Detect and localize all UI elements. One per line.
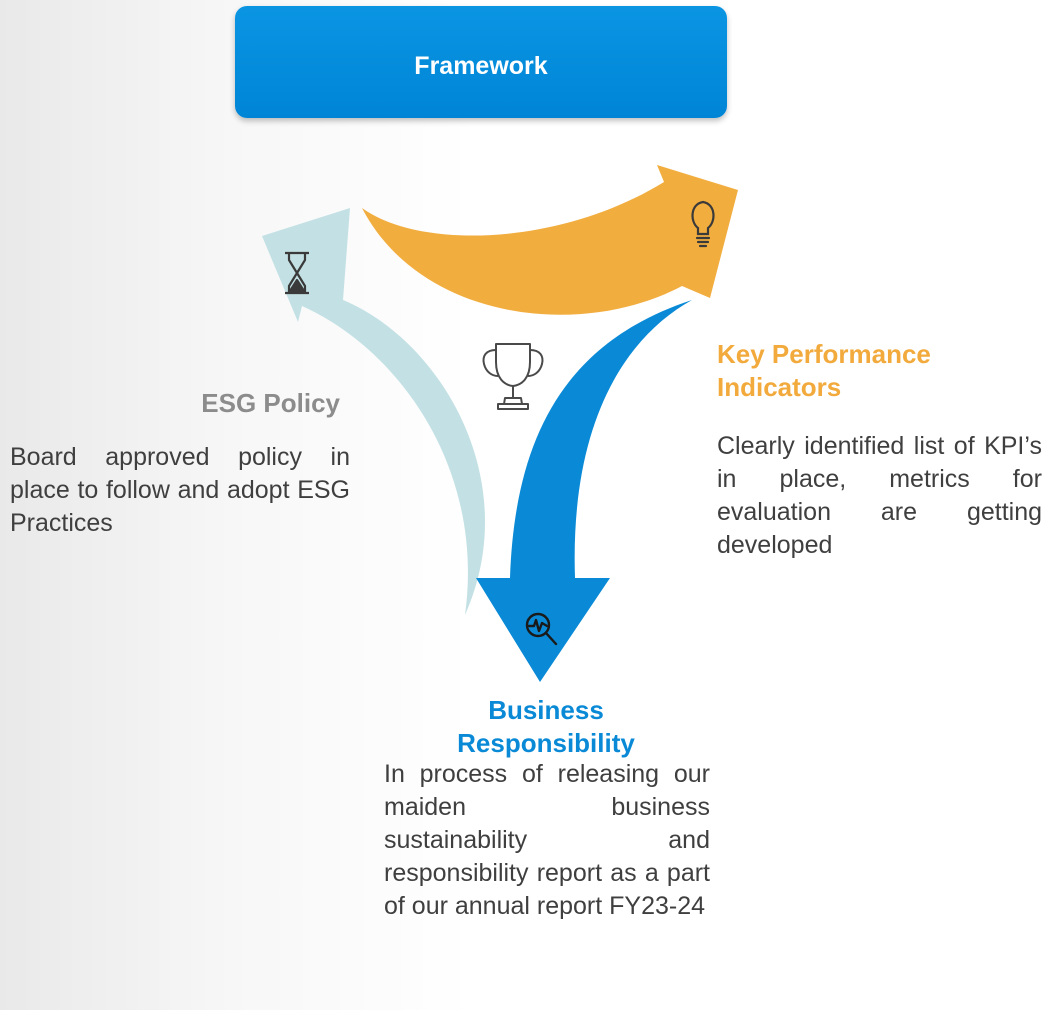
kpi-heading: Key Performance Indicators — [717, 339, 931, 402]
kpi-description: Clearly identified list of KPI’s in plac… — [717, 432, 1042, 559]
business-responsibility-arrow — [476, 300, 692, 682]
lightbulb-icon — [691, 200, 715, 248]
framework-title: Framework — [414, 51, 548, 80]
hourglass-icon — [285, 251, 309, 295]
trophy-icon — [482, 343, 544, 410]
esg-policy-description: Board approved policy in place to follow… — [10, 443, 350, 537]
business-responsibility-heading: Business Responsibility — [457, 695, 635, 758]
framework-header: Framework — [235, 6, 727, 118]
kpi-arrow — [362, 165, 738, 315]
esg-policy-heading: ESG Policy — [201, 388, 340, 418]
esg-policy-arrow — [262, 208, 486, 615]
business-responsibility-description: In process of releasing our maiden busin… — [384, 760, 710, 920]
magnifier-chart-icon — [525, 612, 558, 646]
